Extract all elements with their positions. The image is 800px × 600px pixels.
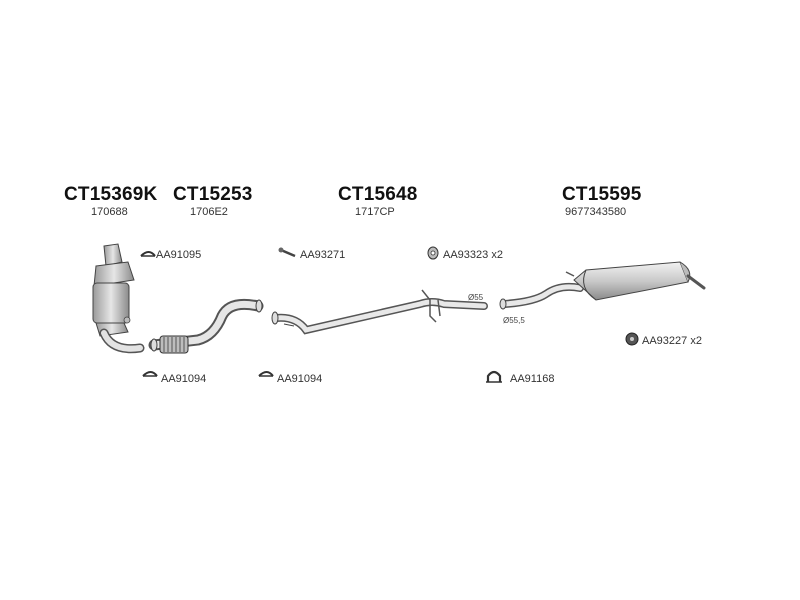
accessory-ref-label: AA93271 [300,249,346,261]
clamp-icon [140,251,156,257]
part-code-rear-silencer: CT15595 [562,184,642,205]
diameter-label: Ø55 [468,293,484,302]
u-clamp-icon [486,370,502,383]
bolt-icon [278,247,296,258]
accessory-ref-label: AA93323 x2 [443,249,503,261]
catalytic-converter-drawing [92,243,145,354]
accessory-ref-label: AA91168 [510,373,555,385]
part-code-front-pipe: CT15253 [173,184,253,205]
clamp-icon [142,371,158,377]
part-oem-catalytic-converter: 170688 [91,206,128,218]
accessory-ref-label: AA93227 x2 [642,335,702,347]
part-oem-rear-silencer: 9677343580 [565,206,627,218]
accessory-ref-label: AA91094 [161,373,207,385]
part-code-catalytic-converter: CT15369K [64,184,158,205]
gasket-icon [427,246,439,260]
intermediate-pipe-drawing [271,289,488,335]
front-pipe-drawing [148,298,264,354]
diameter-label: Ø55,5 [503,316,525,325]
part-oem-intermediate-pipe: 1717CP [355,206,395,218]
part-code-intermediate-pipe: CT15648 [338,184,418,205]
part-oem-front-pipe: 1706E2 [190,206,228,218]
clamp-icon [258,371,274,377]
rear-silencer-drawing [499,261,706,310]
accessory-ref-label: AA91094 [277,373,323,385]
accessory-ref-label: AA91095 [156,249,202,261]
rubber-mount-icon [625,332,639,346]
